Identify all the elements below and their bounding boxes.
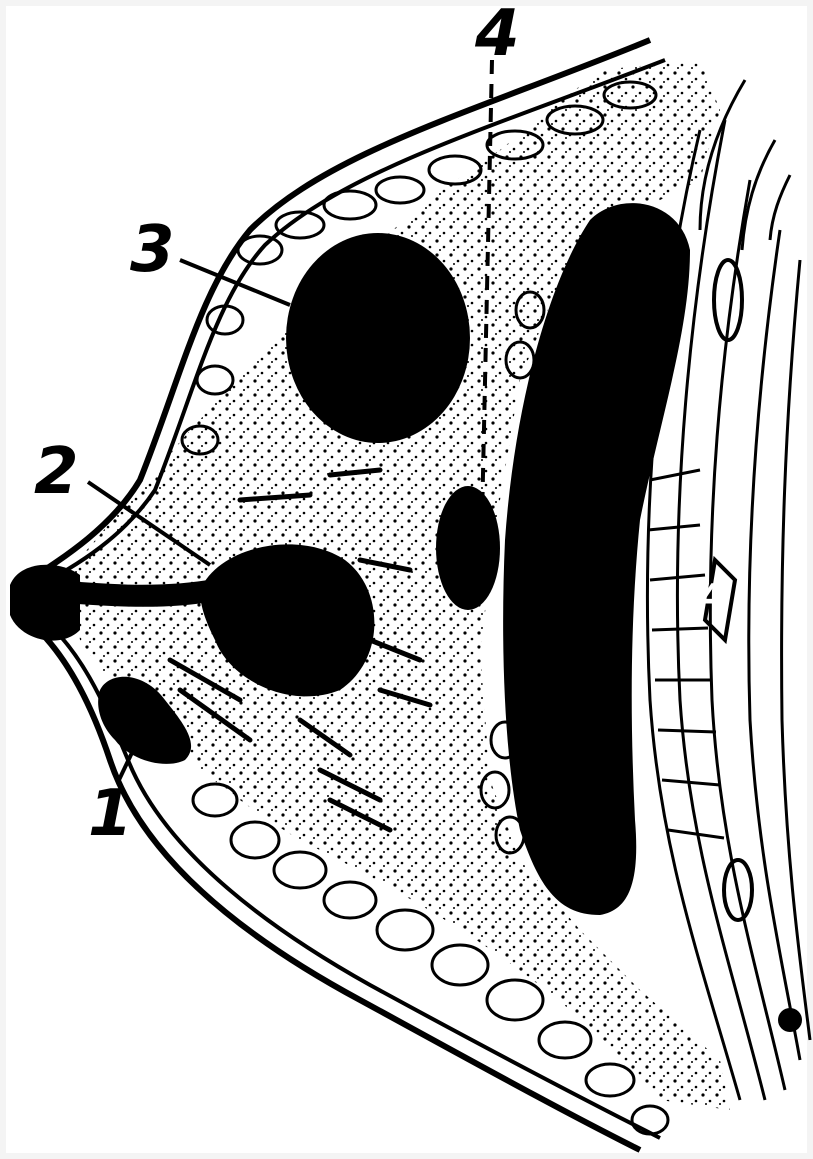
lesion-4-small bbox=[436, 486, 500, 610]
label-4: 4 bbox=[475, 2, 520, 66]
leader-3 bbox=[180, 260, 290, 305]
label-3: 3 bbox=[130, 218, 175, 282]
lesion-3 bbox=[286, 233, 470, 443]
label-4-inner: 4 bbox=[700, 580, 724, 614]
milk-duct bbox=[40, 590, 215, 596]
label-1: 1 bbox=[88, 782, 133, 846]
label-2: 2 bbox=[34, 440, 79, 504]
vessel-dark bbox=[778, 1008, 802, 1032]
